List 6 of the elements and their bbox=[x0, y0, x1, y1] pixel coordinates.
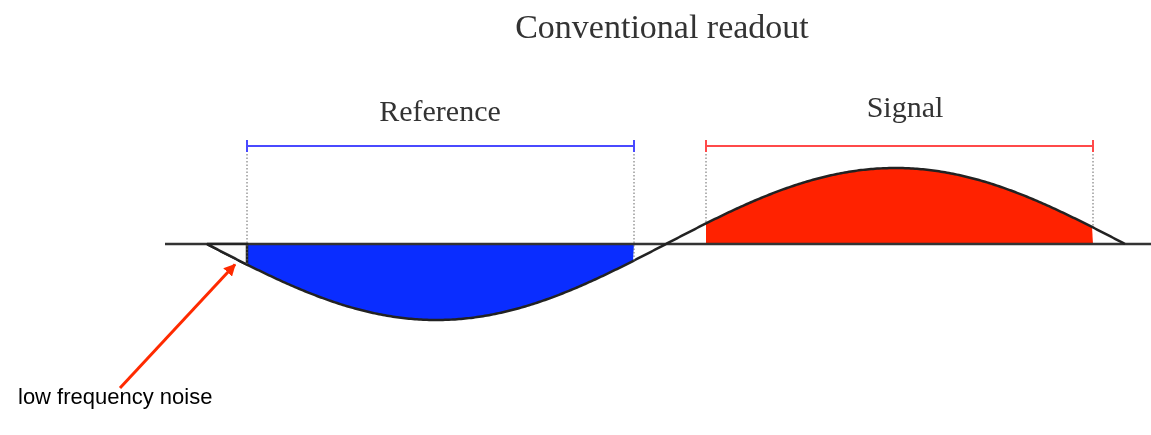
section-label: Signal bbox=[866, 90, 944, 124]
annotation-text: low frequency noise bbox=[18, 384, 213, 410]
title: Conventional readout bbox=[515, 8, 809, 46]
section-label: Reference bbox=[379, 94, 501, 128]
leader-arrow bbox=[118, 263, 237, 390]
noise-region bbox=[205, 242, 249, 267]
